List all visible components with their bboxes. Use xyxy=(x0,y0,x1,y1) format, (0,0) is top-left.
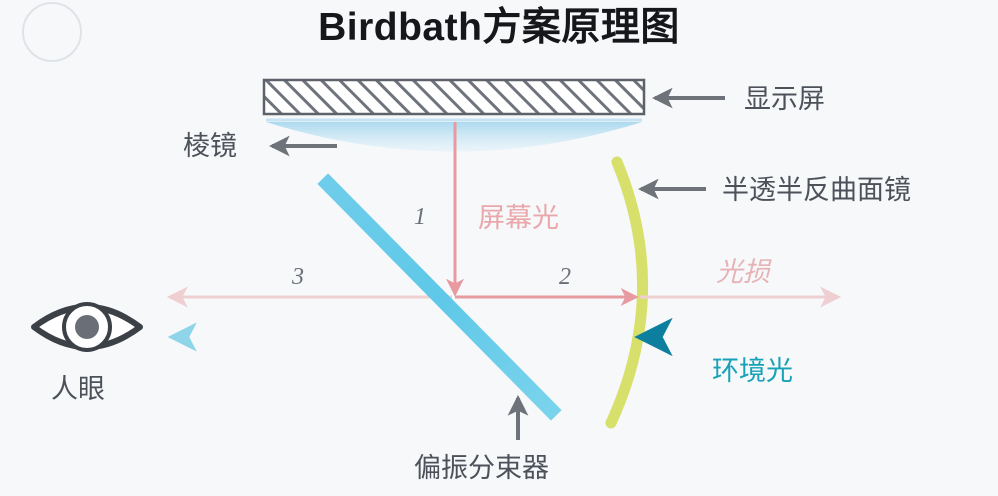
page-title: Birdbath方案原理图 xyxy=(318,6,680,49)
label-prism: 棱镜 xyxy=(183,131,237,161)
label-polarizing-beam-splitter: 偏振分束器 xyxy=(414,453,549,483)
ray-number-3: 3 xyxy=(292,264,304,290)
display-panel xyxy=(262,78,646,116)
label-display-screen: 显示屏 xyxy=(744,84,825,114)
polarizing-beam-splitter xyxy=(317,173,562,421)
label-ambient-light: 环境光 xyxy=(712,356,793,386)
curved-semi-mirror xyxy=(605,156,649,429)
ray-number-2: 2 xyxy=(559,264,571,290)
label-human-eye: 人眼 xyxy=(51,374,105,404)
label-light-loss: 光损 xyxy=(716,257,770,287)
label-screen-light: 屏幕光 xyxy=(478,203,559,233)
ray-number-1: 1 xyxy=(414,204,426,230)
eye-icon xyxy=(31,302,143,352)
corner-circle-decoration xyxy=(22,2,82,62)
label-curved-semi-mirror: 半透半反曲面镜 xyxy=(722,175,911,205)
